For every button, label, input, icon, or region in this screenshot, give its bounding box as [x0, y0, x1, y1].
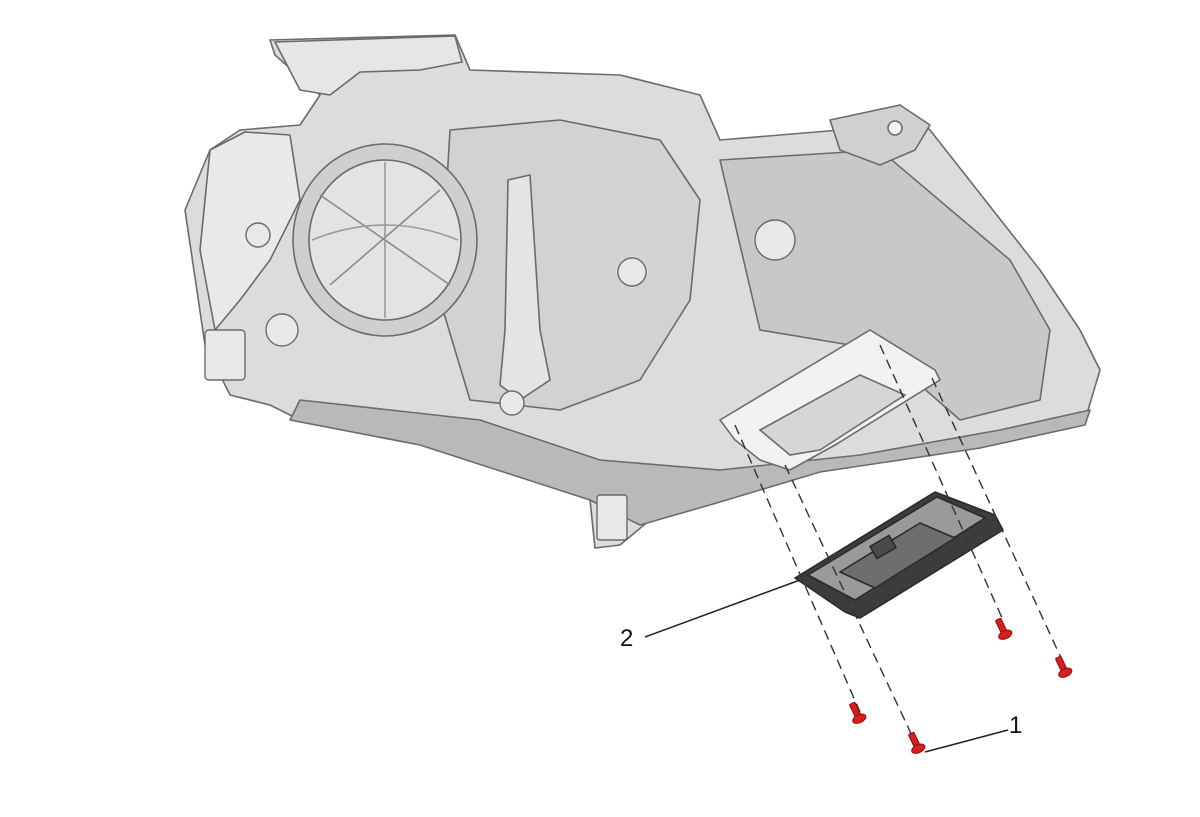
- bolt-icon: [245, 222, 271, 248]
- screw-icon: [908, 731, 926, 754]
- housing-bolts: [204, 219, 796, 541]
- screw-icon: [849, 701, 867, 724]
- callout-number-screw: 1: [1009, 712, 1023, 739]
- module-mount-opening: [718, 329, 942, 471]
- alignment-line: [734, 424, 861, 713]
- screws: [849, 617, 1073, 754]
- leader-lines: [644, 579, 1009, 753]
- housing-top-bracket: [274, 35, 463, 96]
- bolt-icon: [754, 219, 796, 261]
- alignment-lines: [734, 344, 1063, 743]
- alignment-line: [784, 464, 916, 743]
- alignment-line: [931, 377, 1063, 661]
- housing-post: [499, 174, 551, 401]
- housing-lower-band: [289, 399, 1091, 526]
- housing-right-bracket: [829, 104, 931, 166]
- bolt-icon: [499, 390, 525, 416]
- bracket-hole: [887, 120, 903, 136]
- housing-right-face: [719, 149, 1051, 421]
- module-chip: [869, 534, 897, 560]
- bolt-icon: [617, 257, 647, 287]
- screw-icon: [995, 617, 1013, 640]
- screw-icon: [1055, 655, 1073, 678]
- leader-line-screw: [924, 729, 1009, 753]
- alignment-line: [879, 344, 1004, 621]
- tab-icon: [596, 494, 628, 541]
- projector-lens-icon: [292, 143, 478, 337]
- leader-line-module: [644, 579, 801, 638]
- module-circuit: [839, 522, 956, 589]
- tab-icon: [204, 329, 246, 381]
- callout-number-module: 2: [620, 625, 634, 652]
- control-module-icon: [794, 491, 1004, 619]
- bolt-icon: [265, 313, 299, 347]
